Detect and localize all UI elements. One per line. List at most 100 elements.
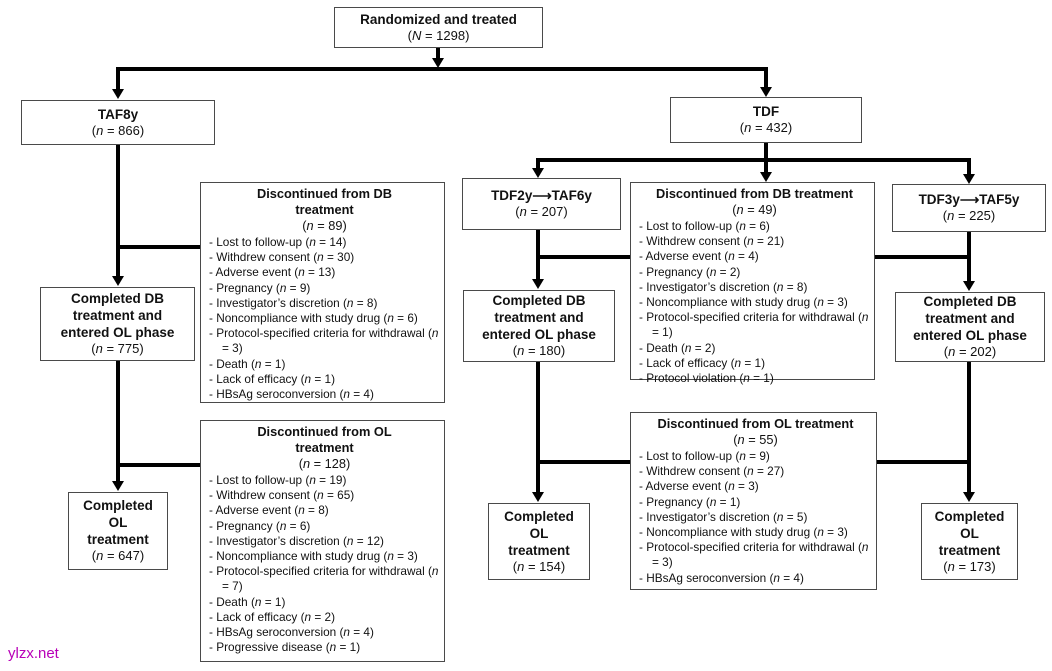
connector-line xyxy=(877,460,969,464)
box-count: (N = 1298) xyxy=(407,27,470,43)
connector-line xyxy=(764,158,768,172)
box-count: (n = 207) xyxy=(515,204,568,220)
arrowhead-down xyxy=(532,279,544,289)
reason-list: - Lost to follow-up (n = 14)- Withdrew c… xyxy=(209,235,440,402)
box-title: Discontinued from OL treatment xyxy=(657,416,854,431)
arrowhead-down xyxy=(963,492,975,502)
arrowhead-down xyxy=(963,281,975,291)
arrowhead-down xyxy=(532,492,544,502)
reason-item: - Adverse event (n = 8) xyxy=(209,503,329,518)
reason-item: - Noncompliance with study drug (n = 3) xyxy=(639,525,848,540)
reason-item: - Lack of efficacy (n = 1) xyxy=(209,371,336,386)
reason-item: - Adverse event (n = 13) xyxy=(209,265,336,280)
connector-line xyxy=(875,255,969,259)
reason-item: - Protocol-specified criteria for withdr… xyxy=(209,564,439,594)
reason-item: - Protocol-specified criteria for withdr… xyxy=(209,326,439,356)
box-tdf3y-taf5y: TDF3y⟶TAF5y (n = 225) xyxy=(892,184,1046,232)
reason-item: - Pregnancy (n = 9) xyxy=(209,280,311,295)
reason-list: - Lost to follow-up (n = 6)- Withdrew co… xyxy=(639,219,870,386)
connector-line xyxy=(118,463,200,467)
reason-item: - Investigator’s discretion (n = 5) xyxy=(639,509,808,524)
box-completed-db-tdf2: Completed DB treatment and entered OL ph… xyxy=(463,290,615,362)
box-title: TDF2y⟶TAF6y xyxy=(491,188,592,204)
arrowhead-down xyxy=(112,481,124,491)
reason-item: - Investigator’s discretion (n = 8) xyxy=(639,279,808,294)
arrowhead-down xyxy=(112,89,124,99)
reason-item: - HBsAg seroconversion (n = 4) xyxy=(639,570,804,585)
box-title: TDF xyxy=(752,104,780,120)
connector-line xyxy=(536,158,540,168)
reason-item: - Withdrew consent (n = 21) xyxy=(639,234,785,249)
reason-item: - Lost to follow-up (n = 14) xyxy=(209,235,347,249)
reason-item: - Lost to follow-up (n = 9) xyxy=(639,449,770,463)
reason-item: - HBsAg seroconversion (n = 4) xyxy=(209,625,374,640)
reason-item: - Pregnancy (n = 6) xyxy=(209,518,311,533)
connector-line xyxy=(116,67,120,89)
reason-item: - Pregnancy (n = 2) xyxy=(639,264,741,279)
reason-item: - Lost to follow-up (n = 19) xyxy=(209,473,347,487)
box-count: (n = 202) xyxy=(943,344,997,360)
box-count: (n = 49) xyxy=(732,202,777,217)
box-discontinued-ol-taf: Discontinued from OL treatment (n = 128)… xyxy=(200,420,445,662)
connector-line xyxy=(764,143,768,162)
connector-line xyxy=(967,232,971,281)
reason-list: - Lost to follow-up (n = 19)- Withdrew c… xyxy=(209,473,440,655)
box-completed-ol-taf: Completed OL treatment (n = 647) xyxy=(68,492,168,570)
reason-item: - Withdrew consent (n = 30) xyxy=(209,250,355,265)
connector-line xyxy=(967,362,971,492)
box-count: (n = 225) xyxy=(942,208,996,224)
reason-item: - Lack of efficacy (n = 2) xyxy=(209,609,336,624)
reason-item: - Noncompliance with study drug (n = 6) xyxy=(209,311,418,326)
reason-item: - Death (n = 1) xyxy=(209,356,286,371)
connector-line xyxy=(116,67,768,71)
reason-item: - Investigator’s discretion (n = 12) xyxy=(209,533,384,548)
arrowhead-down xyxy=(760,172,772,182)
box-title: TAF8y xyxy=(97,106,139,122)
reason-item: - Adverse event (n = 4) xyxy=(639,249,759,264)
box-tdf: TDF (n = 432) xyxy=(670,97,862,143)
connector-line xyxy=(536,230,540,279)
box-title: Completed OL treatment xyxy=(504,508,574,558)
box-title: Randomized and treated xyxy=(360,11,517,27)
box-count: (n = 866) xyxy=(91,122,145,138)
box-title: Completed OL treatment xyxy=(934,508,1005,558)
box-randomized: Randomized and treated (N = 1298) xyxy=(334,7,543,48)
box-title: Discontinued from OL treatment xyxy=(257,424,392,455)
box-count: (n = 647) xyxy=(91,548,145,564)
box-tdf2y-taf6y: TDF2y⟶TAF6y (n = 207) xyxy=(462,178,621,230)
arrowhead-down xyxy=(532,168,544,178)
box-title: Completed DB treatment and entered OL ph… xyxy=(60,291,175,341)
connector-line xyxy=(538,255,630,259)
connector-line xyxy=(436,48,440,59)
arrowhead-down xyxy=(760,87,772,97)
reason-item: - Adverse event (n = 3) xyxy=(639,479,759,494)
box-discontinued-db-taf: Discontinued from DB treatment (n = 89) … xyxy=(200,182,445,403)
connector-line xyxy=(116,145,120,276)
reason-item: - Noncompliance with study drug (n = 3) xyxy=(639,295,848,310)
box-title: Discontinued from DB treatment xyxy=(256,186,393,217)
reason-item: - Noncompliance with study drug (n = 3) xyxy=(209,549,418,564)
box-completed-ol-tdf3: Completed OL treatment (n = 173) xyxy=(921,503,1018,580)
box-title: Discontinued from DB treatment xyxy=(656,186,853,201)
box-count: (n = 180) xyxy=(512,343,566,359)
watermark-text: ylzx.net xyxy=(8,645,59,662)
box-completed-ol-tdf2: Completed OL treatment (n = 154) xyxy=(488,503,590,580)
box-completed-db-tdf3: Completed DB treatment and entered OL ph… xyxy=(895,292,1045,362)
reason-item: - Progressive disease (n = 1) xyxy=(209,640,361,655)
reason-item: - Protocol-specified criteria for withdr… xyxy=(639,310,869,340)
connector-line xyxy=(538,460,630,464)
box-title: Completed DB treatment and entered OL ph… xyxy=(482,293,596,343)
reason-item: - HBsAg seroconversion (n = 4) xyxy=(209,387,374,402)
reason-item: - Lack of efficacy (n = 1) xyxy=(639,355,766,370)
box-count: (n = 775) xyxy=(91,341,144,357)
box-title: TDF3y⟶TAF5y xyxy=(918,192,1020,208)
reason-item: - Withdrew consent (n = 65) xyxy=(209,488,355,503)
reason-item: - Investigator’s discretion (n = 8) xyxy=(209,295,378,310)
reason-item: - Death (n = 2) xyxy=(639,340,716,355)
arrowhead-down xyxy=(963,174,975,184)
box-count: (n = 55) xyxy=(733,432,778,447)
box-title: Completed OL treatment xyxy=(83,498,153,548)
connector-line xyxy=(536,362,540,492)
reason-item: - Protocol violation (n = 1) xyxy=(639,371,774,386)
